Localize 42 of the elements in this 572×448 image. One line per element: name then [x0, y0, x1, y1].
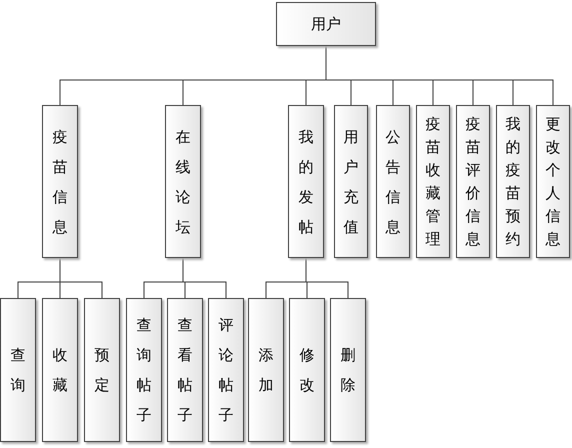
function-box — [289, 298, 325, 442]
box-label: 我的发帖 — [298, 126, 314, 238]
box-label: 修改 — [299, 345, 315, 396]
box-label: 疫苗评价信息 — [465, 114, 481, 250]
box-label: 预定 — [94, 345, 110, 396]
box-label: 我的疫苗预约 — [505, 114, 521, 250]
box-label: 更改个人信息 — [545, 114, 561, 250]
module-box — [334, 105, 368, 258]
module-box — [416, 105, 450, 258]
module-box — [376, 105, 410, 258]
connector-line — [182, 258, 226, 298]
module-box — [456, 105, 490, 258]
function-box — [248, 298, 284, 442]
connector-line — [306, 258, 348, 298]
module-box — [165, 105, 201, 258]
connector-line — [60, 258, 102, 298]
box-label: 查询帖子 — [136, 315, 152, 426]
function-box — [208, 298, 244, 442]
box-label: 查询 — [10, 345, 26, 396]
box-label: 在线论坛 — [175, 126, 191, 238]
box-label: 用户充值 — [343, 126, 359, 238]
box-label: 评论帖子 — [218, 315, 234, 426]
box-label: 收藏 — [52, 345, 68, 396]
module-box — [536, 105, 570, 258]
function-box — [0, 298, 36, 442]
module-box — [496, 105, 530, 258]
root-box — [276, 2, 376, 46]
function-box — [167, 298, 203, 442]
box-label: 添加 — [258, 345, 274, 396]
function-box — [126, 298, 162, 442]
box-label: 公告信息 — [385, 126, 401, 238]
box-label: 查看帖子 — [177, 315, 193, 426]
box-label: 用户 — [311, 14, 341, 34]
box-label: 疫苗收藏管理 — [425, 114, 441, 250]
function-box — [84, 298, 120, 442]
function-box — [330, 298, 366, 442]
module-box — [42, 105, 78, 258]
box-label: 疫苗信息 — [52, 126, 68, 238]
box-label: 删除 — [340, 345, 356, 396]
module-box — [288, 105, 324, 258]
connector-line — [326, 46, 554, 106]
function-box — [42, 298, 78, 442]
